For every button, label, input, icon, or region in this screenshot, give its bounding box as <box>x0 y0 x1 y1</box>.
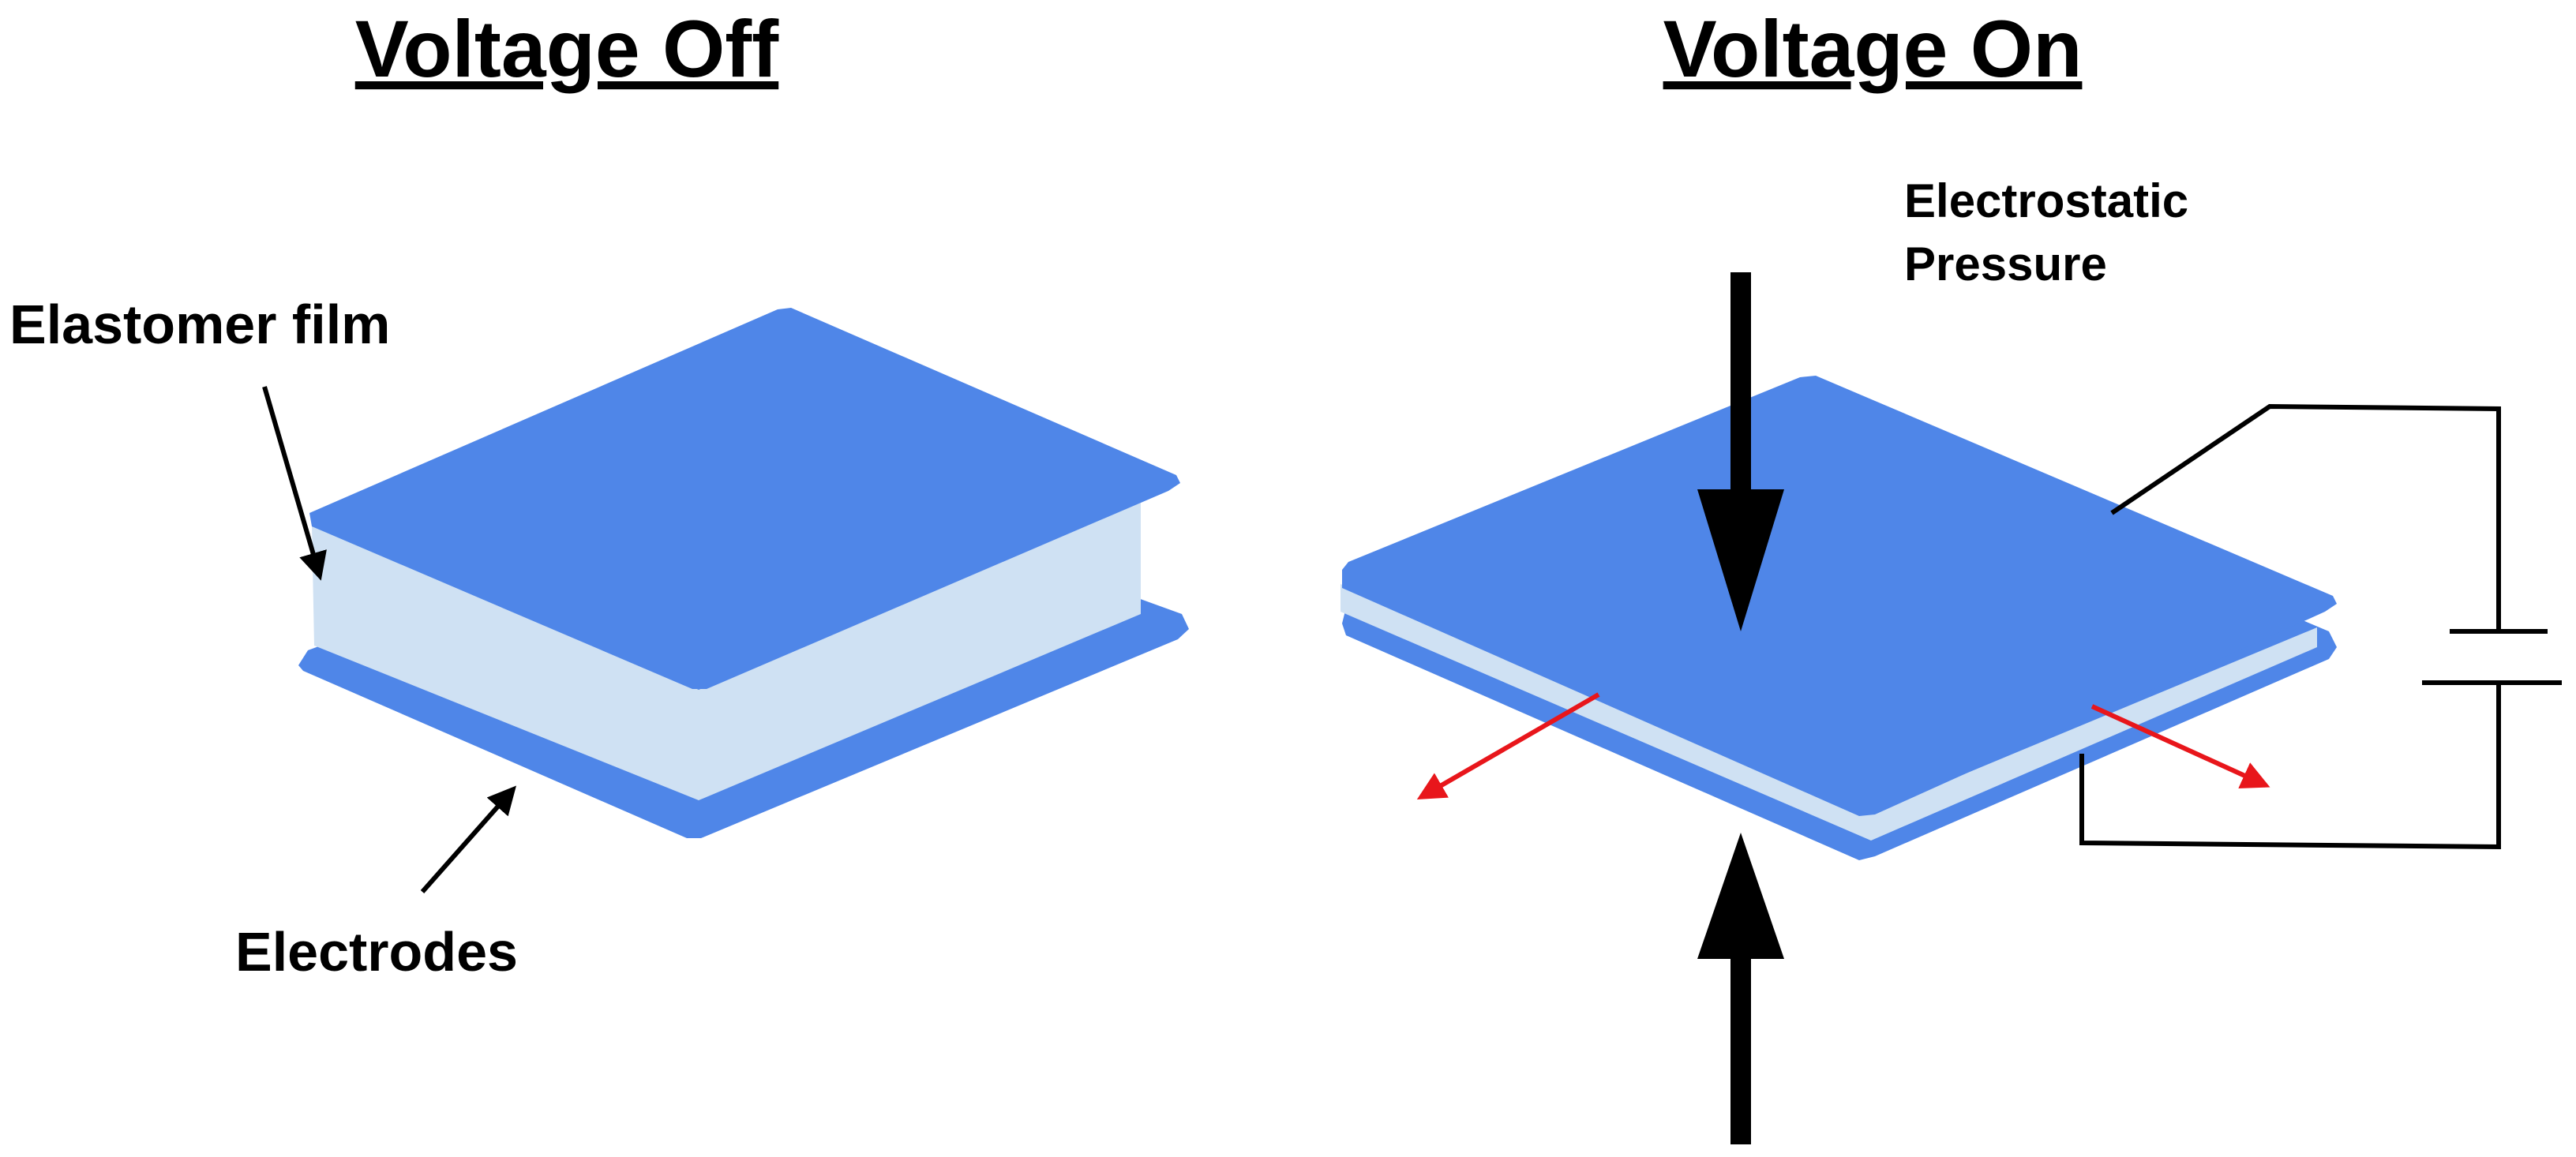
voltage-source-circuit <box>2079 403 2562 850</box>
pressure-arrow-bottom <box>1697 833 1784 1144</box>
circuit-wire-bottom <box>2079 683 2501 850</box>
top-electrode <box>309 308 1180 689</box>
electrodes-pointer <box>420 785 516 893</box>
expansion-arrow-left <box>1416 692 1600 800</box>
elastomer-film-pointer <box>262 386 327 581</box>
actuator-compressed <box>1340 376 2337 860</box>
top-electrode-compressed <box>1342 376 2337 816</box>
label-electrodes: Electrodes <box>235 921 518 983</box>
label-electrostatic: Electrostatic <box>1904 174 2188 227</box>
label-elastomer-film: Elastomer film <box>9 294 390 355</box>
title-voltage-on: Voltage On <box>1663 4 2083 94</box>
elastomer-film-left-face <box>312 525 699 800</box>
title-voltage-off: Voltage Off <box>355 4 779 94</box>
label-pressure: Pressure <box>1904 238 2107 290</box>
elastomer-film-compressed <box>1340 584 2317 841</box>
expansion-arrow-right <box>2090 704 2270 788</box>
pressure-arrow-top <box>1697 272 1784 631</box>
elastomer-film-right-face <box>699 500 1141 800</box>
circuit-wire-top <box>2110 403 2501 631</box>
actuator-relaxed <box>298 308 1189 838</box>
